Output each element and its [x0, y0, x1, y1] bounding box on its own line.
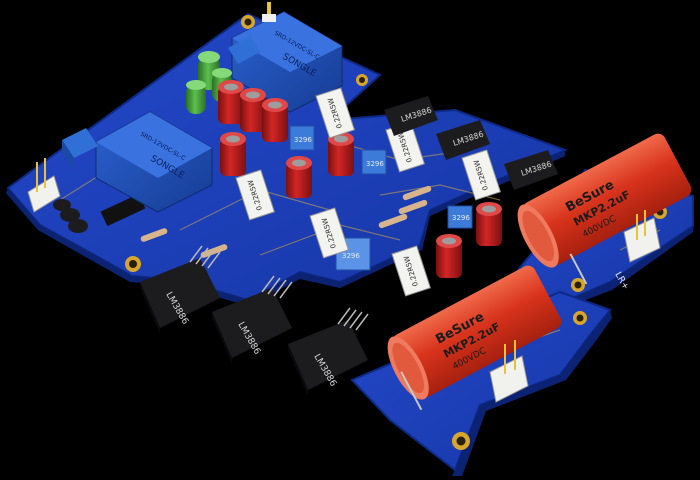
trimmer-label: 3296: [452, 214, 470, 222]
front-chips: LM3886 LM3886 LM3886: [140, 258, 368, 396]
bottom-connector: [489, 340, 529, 403]
relay-right: SONGLE SRD-12VDC-SL-C: [231, 11, 343, 113]
main-pcb: [6, 12, 568, 306]
trimmer-label: 3296: [294, 136, 312, 144]
electrolytic-capacitors: [218, 80, 502, 278]
film-capacitor-bottom: BeSure MKP2.2uF 400VDC: [387, 265, 562, 411]
rear-chips: LM3886 LM3886 LM3886: [384, 96, 558, 190]
relay-left: SONGLE SRD-12VDC-SL-C: [95, 111, 213, 213]
terminal-blocks: [62, 36, 260, 170]
chip-pins: [189, 245, 369, 331]
trimmer-label: 3296: [342, 252, 360, 260]
left-connector: [27, 158, 61, 213]
small-transistors-left: [53, 193, 146, 233]
top-pin: [262, 2, 276, 22]
trimmer-label: 3296: [366, 160, 384, 168]
bottom-pcb: [350, 290, 612, 476]
film-capacitor-right: BeSure MKP2.2uF 400VDC: [517, 133, 692, 285]
trimmer-potentiometers: 3296 3296 3296 3296: [289, 125, 473, 271]
mounting-holes: [125, 15, 667, 450]
small-resistors: [140, 185, 432, 258]
